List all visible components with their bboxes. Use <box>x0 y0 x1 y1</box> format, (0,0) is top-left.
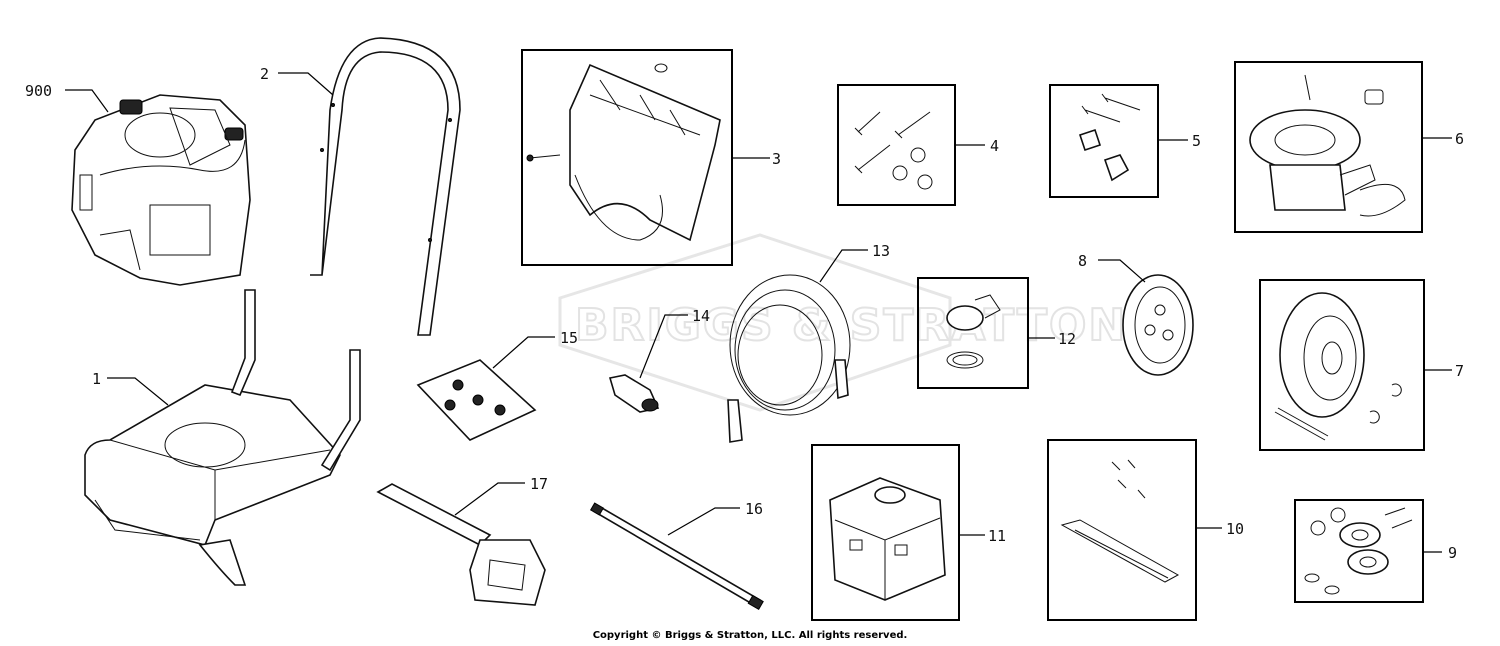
callout-6[interactable]: 6 <box>1455 130 1464 148</box>
part-frame[interactable] <box>84 289 361 586</box>
callouts: 900 1 2 3 4 5 6 7 8 9 10 11 12 13 14 15 … <box>25 65 1464 562</box>
part-nozzle[interactable] <box>608 374 660 413</box>
part-hose[interactable] <box>727 274 851 443</box>
callout-10[interactable]: 10 <box>1226 520 1244 538</box>
callout-7[interactable]: 7 <box>1455 362 1464 380</box>
callout-13[interactable]: 13 <box>872 242 890 260</box>
part-spray-gun[interactable] <box>376 483 546 606</box>
callout-5[interactable]: 5 <box>1192 132 1201 150</box>
callout-8[interactable]: 8 <box>1078 252 1087 270</box>
callout-15[interactable]: 15 <box>560 329 578 347</box>
part-hardware-kit-4[interactable] <box>837 84 956 206</box>
callout-9[interactable]: 9 <box>1448 544 1457 562</box>
callout-4[interactable]: 4 <box>990 137 999 155</box>
callout-16[interactable]: 16 <box>745 500 763 518</box>
callout-17[interactable]: 17 <box>530 475 548 493</box>
callout-1[interactable]: 1 <box>92 370 101 388</box>
part-pump[interactable] <box>1234 61 1423 233</box>
part-tank[interactable] <box>811 444 960 621</box>
watermark-logo: BRIGGS & STRATTON <box>558 233 1127 412</box>
part-hardware-kit-5[interactable] <box>1049 84 1159 198</box>
part-bracket[interactable] <box>521 49 733 266</box>
part-holder[interactable] <box>1047 439 1197 621</box>
part-bearings[interactable] <box>1294 499 1424 603</box>
part-nozzle-kit[interactable] <box>416 359 537 441</box>
callout-900[interactable]: 900 <box>25 82 52 100</box>
leader-lines <box>65 72 1452 553</box>
watermark-text: BRIGGS & STRATTON <box>575 300 1127 351</box>
callout-12[interactable]: 12 <box>1058 330 1076 348</box>
callout-2[interactable]: 2 <box>260 65 269 83</box>
callout-3[interactable]: 3 <box>772 150 781 168</box>
part-handle[interactable] <box>310 37 461 336</box>
part-cap-seal[interactable] <box>917 277 1029 389</box>
part-wheel-hub[interactable] <box>1122 274 1194 376</box>
part-lance[interactable] <box>589 502 764 611</box>
callout-14[interactable]: 14 <box>692 307 710 325</box>
part-wheel[interactable] <box>1259 279 1425 451</box>
callout-11[interactable]: 11 <box>988 527 1006 545</box>
part-engine[interactable] <box>71 94 251 286</box>
copyright-notice: Copyright © Briggs & Stratton, LLC. All … <box>592 630 908 641</box>
